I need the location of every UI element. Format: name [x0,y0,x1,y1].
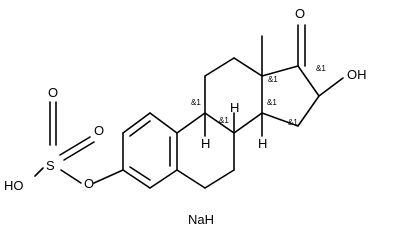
bond-d-1 [261,65,299,77]
bond-c-5 [233,112,263,134]
bond-d-2 [297,65,320,97]
sulfonyl-right-oxygen-label: O [94,123,104,138]
sulfonyl-top-oxygen-label: O [48,85,58,100]
lower-left-hydrogen-label: H [201,136,210,151]
stereo-label-13: &1 [268,75,278,84]
bond-oh-top-right [318,77,344,97]
bond-b-1 [176,112,206,134]
molecule-bonds [34,24,344,189]
bond-aromatic-2 [149,112,178,134]
bond-b-5 [176,169,206,189]
bond-aromatic-double-c [129,166,151,181]
stereo-label-8: &1 [219,116,229,125]
bond-aromatic-5 [122,169,151,189]
bond-d-3 [297,95,320,127]
bond-c-3 [233,57,263,77]
ketone-oxygen-label: O [295,6,305,21]
stereo-label-17: &1 [288,118,298,127]
bond-b-4 [204,169,235,189]
bond-s-o-right-double [63,141,95,161]
bond-s-o-ester [60,169,82,184]
lower-right-hydrogen-label: H [258,136,267,151]
bond-d-4 [261,112,299,127]
stereo-label-9: &1 [191,98,201,107]
bond-aromatic-4 [149,169,178,189]
ester-oxygen-label: O [84,176,94,191]
stereo-labels: &1 &1 &1 &1 &1 &1 [191,64,326,127]
upper-middle-hydrogen-label: H [230,100,239,115]
bond-b-2 [204,112,235,134]
sulfur-label: S [46,158,55,173]
stereo-label-14: &1 [267,98,277,107]
bond-s-ho-left [34,167,44,177]
bond-aromatic-double-a [129,120,151,137]
bond-aromatic-1 [122,112,151,134]
bond-c-2 [204,57,235,77]
atom-labels: O OH O S O HO O H H H [4,6,367,193]
bond-o-ester [93,169,124,184]
stereo-label-16: &1 [316,64,326,73]
bond-s-o-right [59,136,91,156]
left-hydroxyl-label: HO [4,178,24,193]
chemical-structure-diagram: O OH O S O HO O H H H &1 &1 &1 &1 &1 &1 … [4,6,367,227]
counterion-label: NaH [188,212,214,227]
top-right-hydroxyl-label: OH [347,67,367,82]
